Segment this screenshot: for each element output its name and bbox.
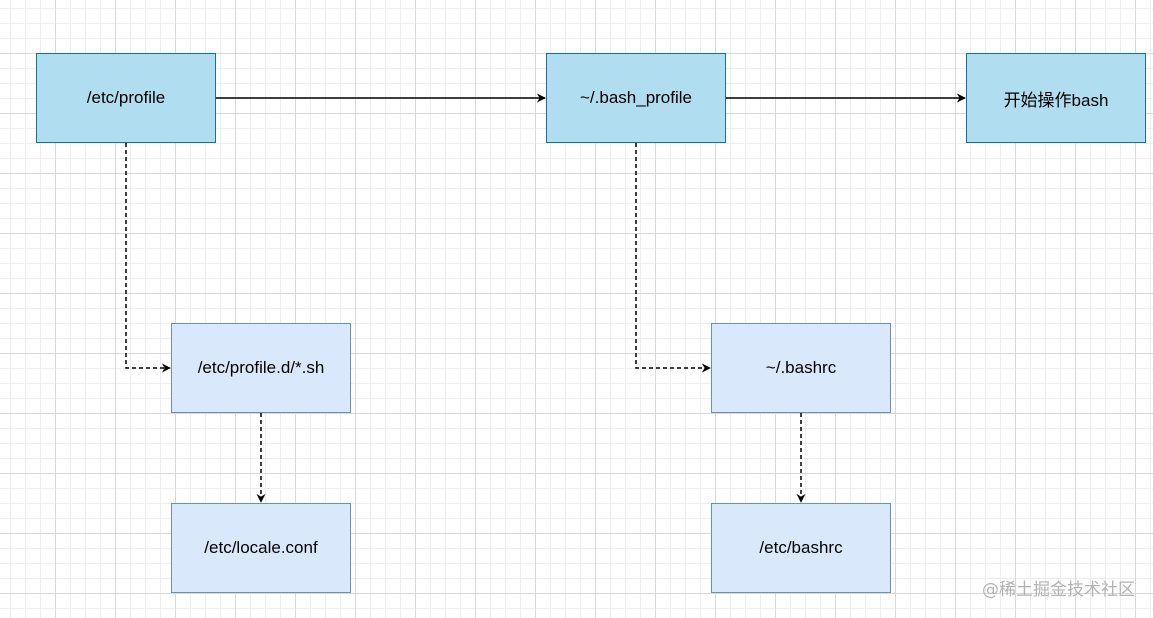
node-start-bash[interactable]: 开始操作bash [966,53,1146,143]
edge-etc-profile-to-profile-d [125,143,171,373]
node-etc-profile[interactable]: /etc/profile [36,53,216,143]
node-bashrc-home-label: ~/.bashrc [765,358,837,377]
node-start-bash-label: 开始操作bash [1003,90,1109,110]
node-profile-d[interactable]: /etc/profile.d/*.sh [171,323,351,413]
node-locale-conf[interactable]: /etc/locale.conf [171,503,351,593]
node-locale-conf-label: /etc/locale.conf [204,538,318,557]
watermark: @稀土掘金技术社区 [982,580,1135,600]
node-bash-profile-label: ~/.bash_profile [580,88,692,107]
node-etc-bashrc[interactable]: /etc/bashrc [711,503,891,593]
node-bash-profile[interactable]: ~/.bash_profile [546,53,726,143]
node-etc-bashrc-label: /etc/bashrc [759,538,843,557]
edge-bash-profile-to-bashrc [635,143,711,373]
node-profile-d-label: /etc/profile.d/*.sh [197,358,325,377]
node-bashrc-home[interactable]: ~/.bashrc [711,323,891,413]
node-etc-profile-label: /etc/profile [86,88,166,107]
